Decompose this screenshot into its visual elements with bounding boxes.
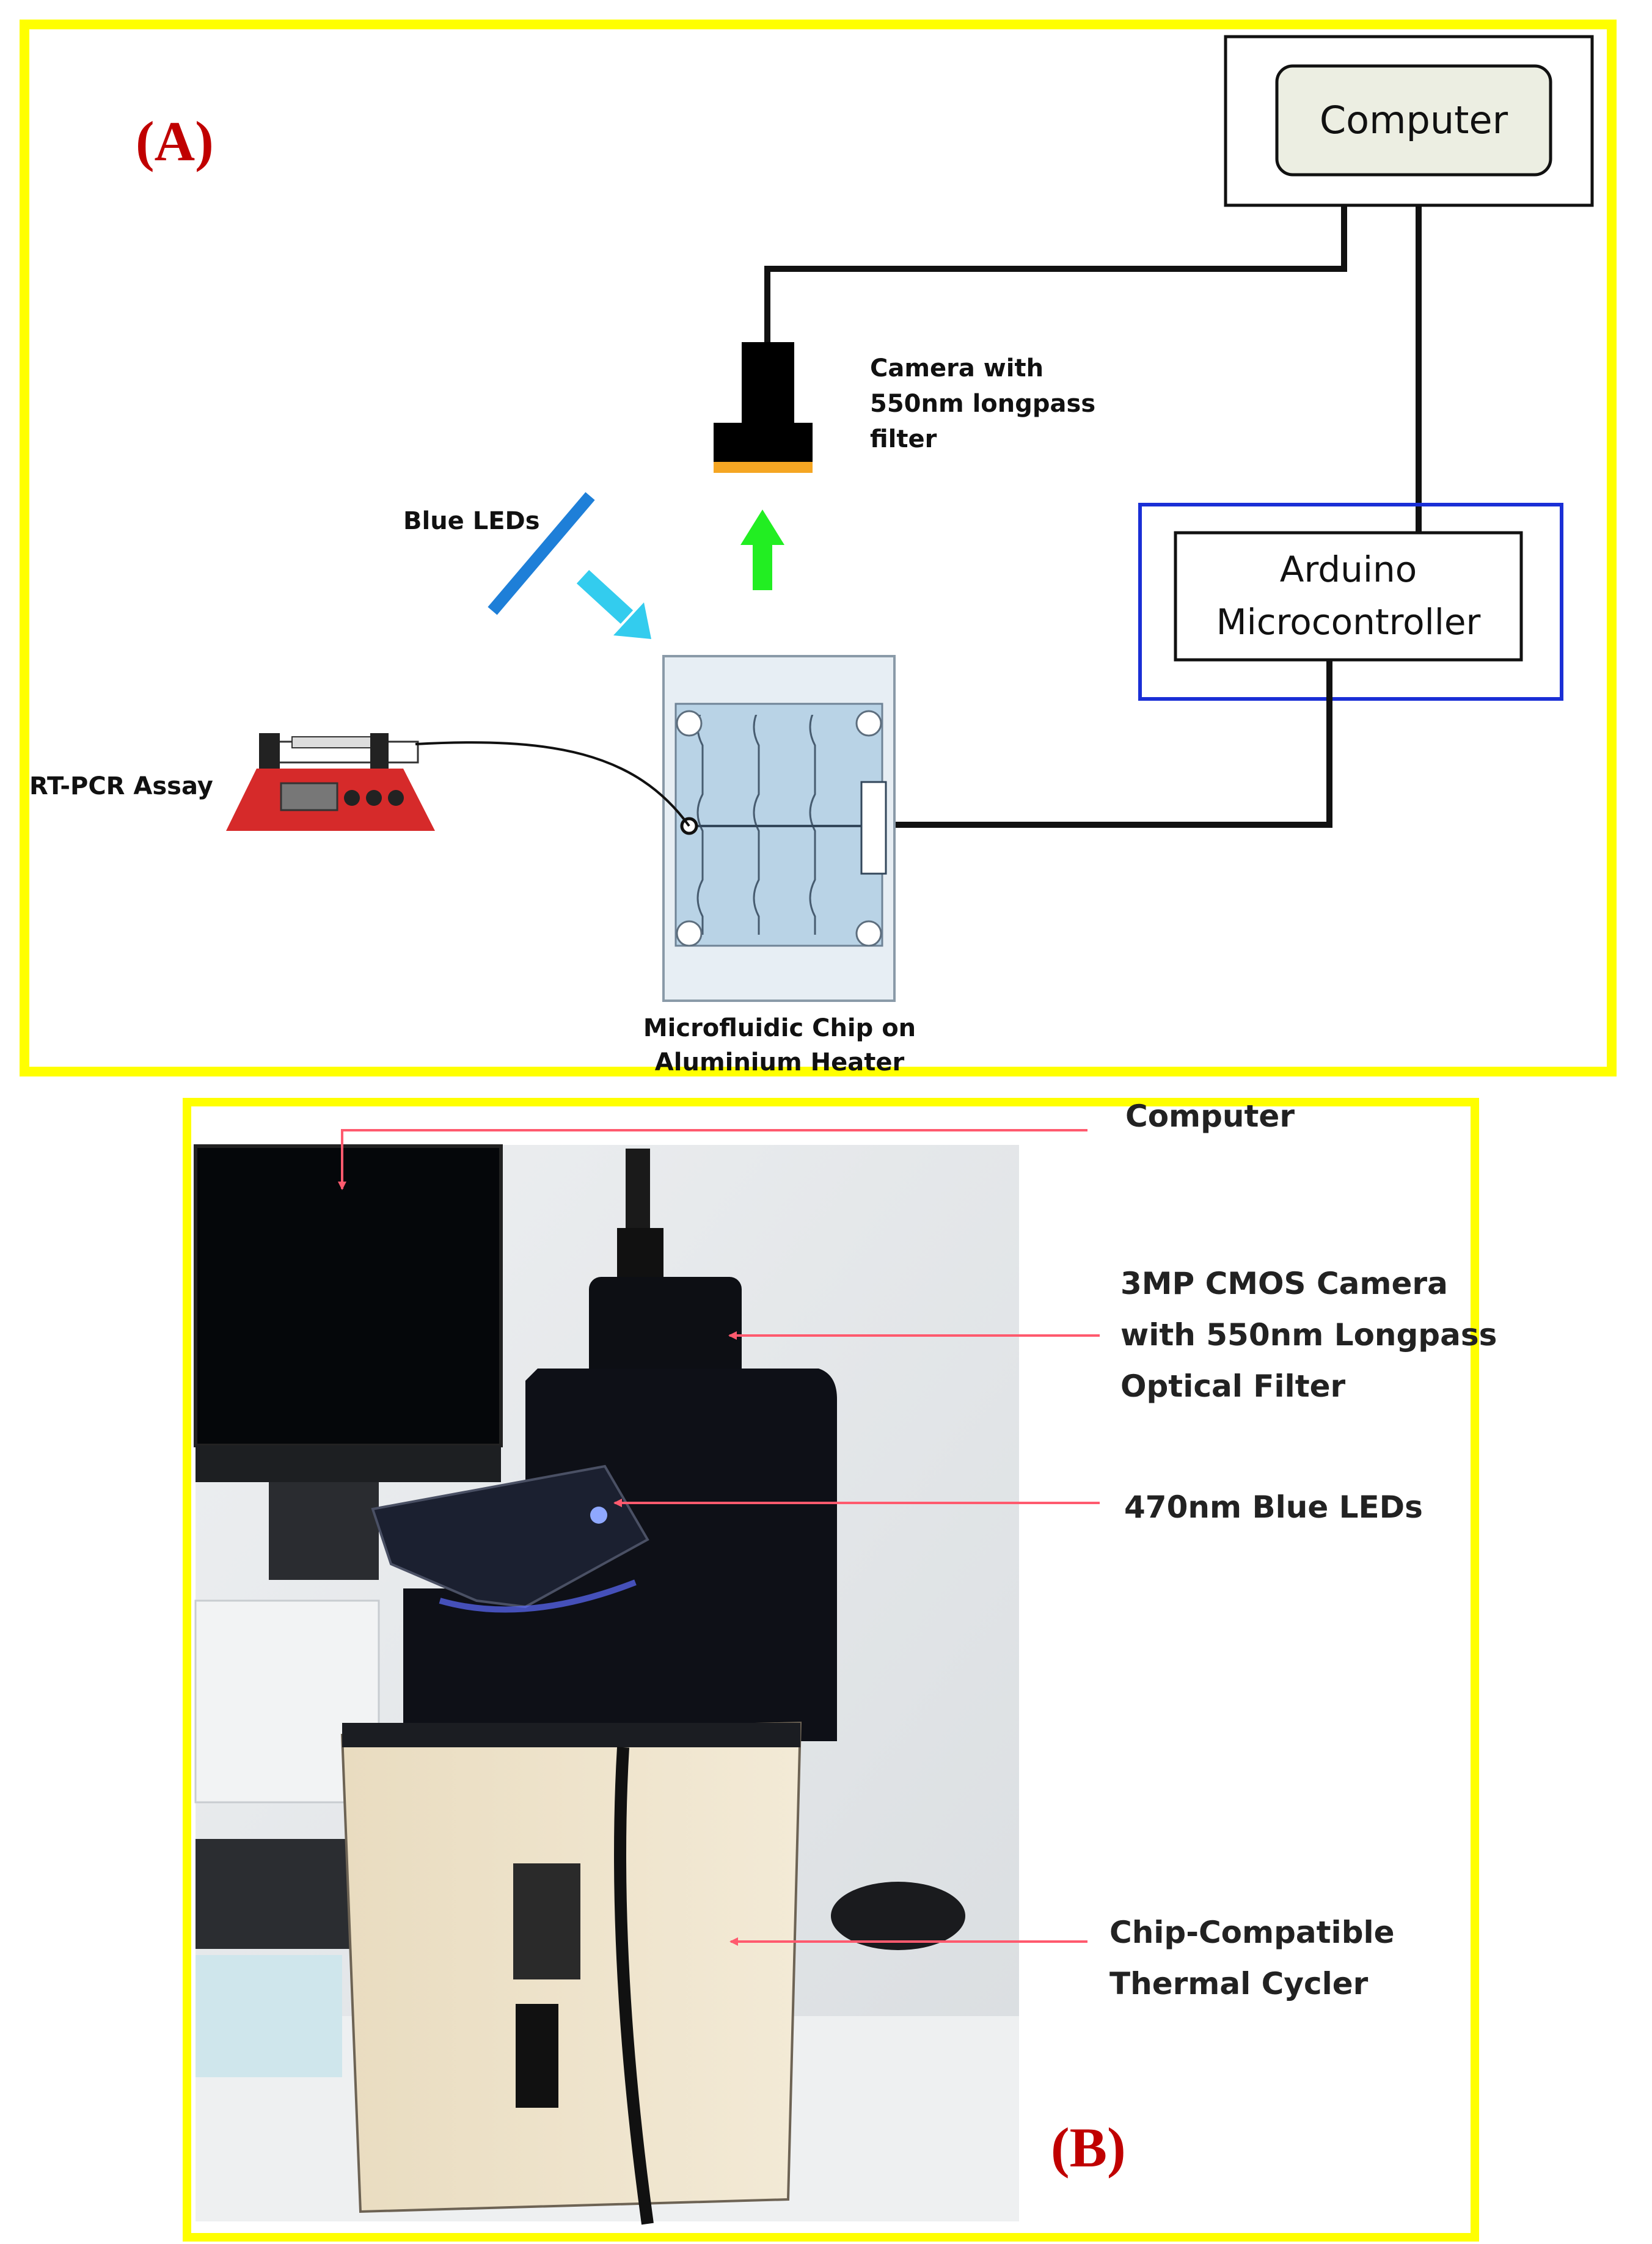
photo-cycler-vent [513,1863,580,1979]
photo-leds-label: 470nm Blue LEDs [1124,1489,1423,1525]
photo-paper [196,1955,342,2077]
arduino-block: Arduino Microcontroller [1138,503,1563,701]
chip-mount-holes [676,710,882,947]
photo-camera-label-line1: 3MP CMOS Camera [1120,1266,1448,1301]
led-strip-icon [488,492,595,615]
syringe-pump-icon [226,733,435,831]
photo-cycler-switch [516,2004,558,2108]
camera-body [742,342,794,423]
microfluidic-chip-icon [662,655,896,1002]
pump-button-3 [388,790,404,806]
photo-camera-body [589,1277,742,1387]
computer-inner-box [1275,64,1552,177]
chip-label-line2: Aluminium Heater [655,1048,905,1076]
panel-a-letter: (A) [136,110,214,172]
photo-cycler-label-line2: Thermal Cycler [1109,1966,1369,2001]
camera-label-line3: filter [870,425,937,453]
photo-monitor-screen [194,1144,503,1447]
pump-left-block [259,733,280,770]
arduino-highlight-frame [1138,503,1563,701]
photo-camera-top [617,1228,663,1283]
chip-label-line1: Microfluidic Chip on [643,1014,916,1042]
photo-monitor-bezel [196,1445,501,1482]
cable-computer-to-camera [764,205,1347,342]
pump-button-2 [366,790,382,806]
photo-cycler-cable [614,1747,654,2225]
computer-label: Computer [1320,98,1508,142]
excitation-arrow-icon [576,569,651,639]
photo-monitor-stand [269,1482,379,1580]
panel-b: (B) Computer 3MP CMOS Camera with 550nm … [183,1098,1497,2242]
camera-filter [714,462,813,473]
tubing-pump-to-chip [415,741,690,827]
cable-arduino-to-heater [861,660,1332,828]
assay-label: RT-PCR Assay [29,772,213,800]
arduino-box [1174,531,1523,662]
photo-led-strip [439,1579,637,1613]
camera-icon [714,342,813,473]
pump-screen [280,782,338,811]
photo-camera-label-line3: Optical Filter [1120,1369,1346,1404]
photo-computer-label: Computer [1125,1098,1295,1134]
computer-block: Computer [1224,35,1594,207]
panel-b-letter: (B) [1051,2116,1126,2179]
photo-camera-label-line2: with 550nm Longpass [1120,1317,1497,1353]
pointer-computer [338,1129,1087,1190]
pump-right-block [370,733,389,770]
photo-cycler-label-line1: Chip-Compatible [1109,1915,1395,1950]
photo-mouse [831,1882,965,1950]
photo-led-glow [590,1507,607,1524]
camera-label-line2: 550nm longpass [870,390,1095,418]
emission-arrow-icon [740,510,784,590]
pump-syringe [291,736,384,748]
leds-label: Blue LEDs [403,507,540,535]
photo-keyboard [196,1839,354,1949]
chip-heater-contact [860,781,887,875]
camera-lens-base [714,423,813,463]
arduino-label-line2: Microcontroller [1216,601,1481,643]
camera-label-line1: Camera with [870,354,1043,382]
panel-a: (A) Computer Camera with 550nm longpass … [20,20,1617,1076]
photo-cycler-top-edge [342,1723,800,1747]
setup-photo [194,1144,1019,2225]
pump-button-1 [344,790,360,806]
arduino-label-line1: Arduino [1280,549,1417,590]
